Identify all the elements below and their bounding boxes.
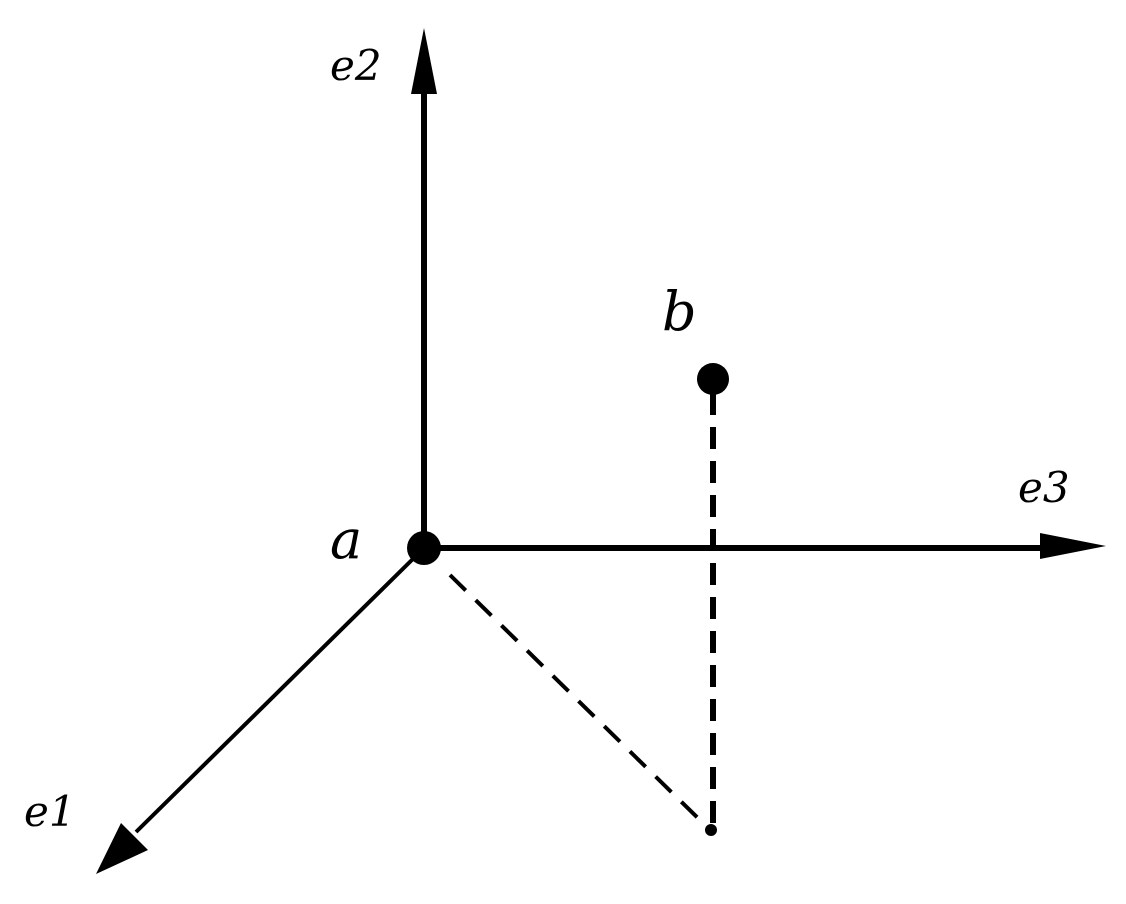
projection-foot-point — [705, 824, 717, 836]
origin-point — [407, 531, 441, 565]
axis-e1-arrowhead — [96, 823, 148, 874]
axis-e1-label: e1 — [24, 787, 76, 836]
projection-line-diagonal — [448, 573, 708, 828]
axis-e2-label: e2 — [330, 41, 382, 90]
point-b-label: b — [662, 280, 697, 343]
axis-e2-arrowhead — [411, 28, 437, 94]
axis-e3-arrowhead — [1040, 533, 1106, 559]
origin-label: a — [330, 508, 362, 571]
axis-e1-line — [134, 546, 426, 834]
point-b — [697, 363, 729, 395]
axis-e3-label: e3 — [1018, 463, 1070, 512]
